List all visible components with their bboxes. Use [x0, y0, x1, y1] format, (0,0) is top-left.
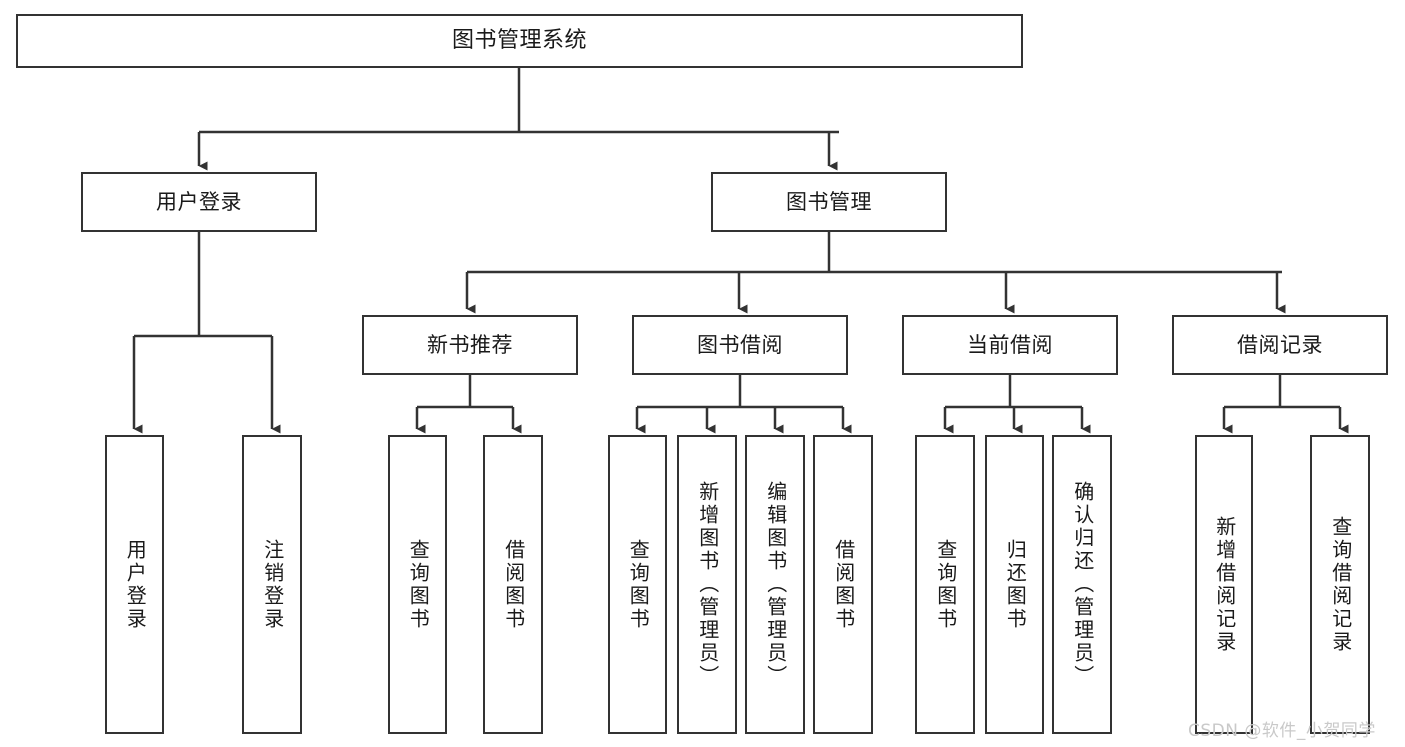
node-label: 查询图书: [626, 538, 651, 631]
node-label: 借阅图书: [831, 538, 856, 631]
csdn-watermark: CSDN @软件_小贺同学: [1188, 721, 1376, 741]
node-label: 借阅图书: [501, 538, 526, 631]
node-label: 借阅记录: [1237, 332, 1323, 357]
node-leaf-confirm-return-admin[interactable]: 确认归还（管理员）: [1052, 435, 1112, 734]
node-label: 用户登录: [123, 538, 148, 631]
node-label: 查询图书: [406, 538, 431, 631]
node-label: 查询借阅记录: [1328, 515, 1353, 654]
node-label: 查询图书: [933, 538, 958, 631]
node-label: 图书管理: [786, 189, 872, 214]
node-label: 图书管理系统: [451, 28, 587, 54]
node-label: 确认归还（管理员）: [1070, 481, 1095, 688]
node-leaf-add-borrow-record[interactable]: 新增借阅记录: [1195, 435, 1253, 734]
node-label: 图书借阅: [697, 332, 783, 357]
node-leaf-query-books-current[interactable]: 查询图书: [915, 435, 975, 734]
node-label: 新书推荐: [427, 332, 513, 357]
node-level3-borrow-records[interactable]: 借阅记录: [1172, 315, 1388, 375]
node-leaf-borrow-books-recommend[interactable]: 借阅图书: [483, 435, 543, 734]
node-label: 当前借阅: [967, 332, 1053, 357]
node-label: 编辑图书（管理员）: [763, 481, 788, 688]
node-label: 归还图书: [1003, 538, 1028, 631]
node-root[interactable]: 图书管理系统: [16, 14, 1023, 68]
node-leaf-user-login[interactable]: 用户登录: [105, 435, 164, 734]
node-leaf-query-books-borrow[interactable]: 查询图书: [608, 435, 667, 734]
node-label: 注销登录: [260, 538, 285, 631]
node-level3-book-borrow[interactable]: 图书借阅: [632, 315, 848, 375]
node-level2-book-management[interactable]: 图书管理: [711, 172, 947, 232]
node-level3-new-book-recommend[interactable]: 新书推荐: [362, 315, 578, 375]
node-leaf-query-books-recommend[interactable]: 查询图书: [388, 435, 447, 734]
node-label: 新增借阅记录: [1212, 515, 1237, 654]
node-leaf-query-borrow-record[interactable]: 查询借阅记录: [1310, 435, 1370, 734]
node-level2-user-login[interactable]: 用户登录: [81, 172, 317, 232]
node-leaf-borrow-books[interactable]: 借阅图书: [813, 435, 873, 734]
node-label: 新增图书（管理员）: [695, 481, 720, 688]
node-leaf-logout[interactable]: 注销登录: [242, 435, 302, 734]
node-leaf-return-books[interactable]: 归还图书: [985, 435, 1044, 734]
node-leaf-edit-book-admin[interactable]: 编辑图书（管理员）: [745, 435, 805, 734]
node-label: 用户登录: [156, 189, 242, 214]
node-level3-current-borrow[interactable]: 当前借阅: [902, 315, 1118, 375]
node-leaf-add-book-admin[interactable]: 新增图书（管理员）: [677, 435, 737, 734]
